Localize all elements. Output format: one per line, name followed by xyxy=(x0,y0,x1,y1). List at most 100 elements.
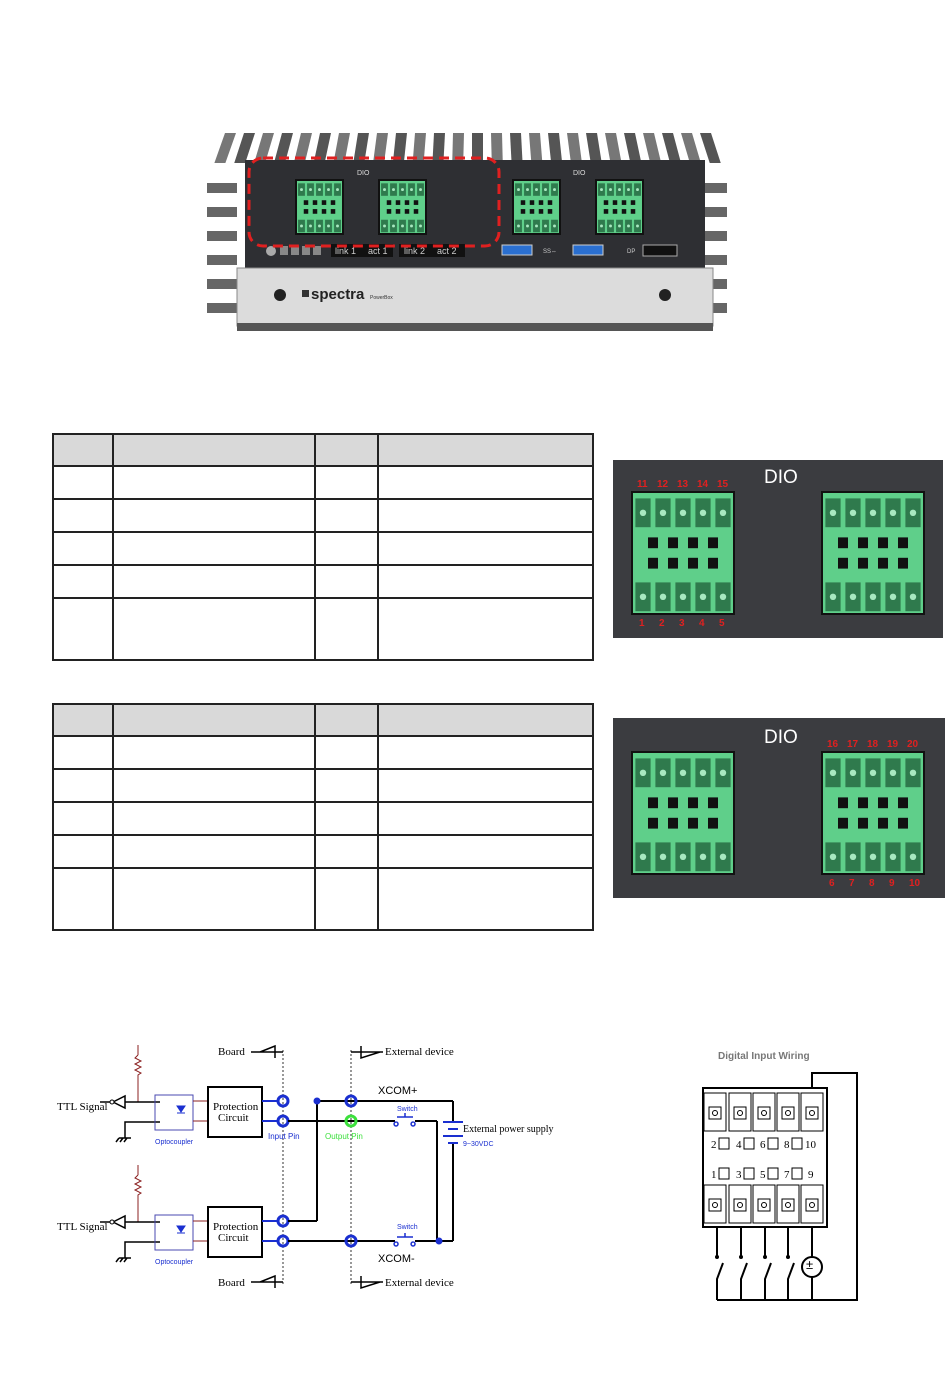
screw-icon xyxy=(383,224,386,228)
device-arrow-top xyxy=(351,1046,383,1060)
external-device-label-bottom: External device xyxy=(385,1277,454,1289)
pin-hole xyxy=(648,557,658,569)
heatsink-fin xyxy=(333,133,350,163)
pin-hole xyxy=(621,200,627,205)
screw-icon xyxy=(636,224,639,228)
input-pin xyxy=(276,1094,290,1108)
cell xyxy=(314,834,379,869)
screw-icon xyxy=(553,224,556,228)
switch-contact xyxy=(739,1255,743,1259)
xcom-plus-label: XCOM+ xyxy=(378,1085,417,1097)
switch-contact xyxy=(763,1255,767,1259)
pin-number-label: 15 xyxy=(717,479,729,490)
pin-hole xyxy=(603,200,609,205)
heatsink-fin xyxy=(700,133,721,163)
table-row xyxy=(52,531,595,566)
pin-number-label: 6 xyxy=(829,878,835,889)
optocoupler-label: Optocoupler xyxy=(155,1259,194,1266)
pin-number-label: 12 xyxy=(657,479,669,490)
screw-icon xyxy=(679,853,687,860)
heatsink-fin xyxy=(273,133,293,163)
dio-connectors xyxy=(631,751,925,875)
screw-icon xyxy=(849,769,857,776)
power-button-icon[interactable] xyxy=(266,246,276,256)
displayport[interactable] xyxy=(642,244,678,257)
side-fin xyxy=(207,183,237,193)
screw-icon xyxy=(553,188,556,192)
led-act1: act 1 xyxy=(368,246,388,256)
table-row xyxy=(52,834,595,869)
pin-number-label: 2 xyxy=(711,1139,717,1151)
heatsink-fin xyxy=(529,133,543,163)
screw-icon xyxy=(318,224,321,228)
xcom-plus-pin xyxy=(344,1094,358,1108)
screw-icon xyxy=(659,769,667,776)
screw-icon xyxy=(392,188,395,192)
side-fin xyxy=(697,207,727,217)
screw-icon xyxy=(327,188,330,192)
screw-icon xyxy=(909,769,917,776)
pin-hole xyxy=(743,1137,755,1150)
highlight-dashed-box xyxy=(247,156,501,248)
pin-hole xyxy=(878,797,888,809)
pin-number-label: 9 xyxy=(889,878,895,889)
pin-hole xyxy=(668,537,678,549)
pin-hole xyxy=(838,797,848,809)
pin-hole xyxy=(858,557,868,569)
pin-hole xyxy=(648,537,658,549)
pin-number-label: 8 xyxy=(869,878,875,889)
screw-icon xyxy=(659,509,667,516)
brand-sub: PowerBox xyxy=(370,295,393,301)
screw-icon xyxy=(785,1202,791,1208)
screw-icon xyxy=(869,509,877,516)
pin-number-label: 16 xyxy=(827,739,839,750)
heatsink-fin xyxy=(662,133,682,163)
screw-icon xyxy=(889,853,897,860)
screw-icon xyxy=(526,224,529,228)
wire xyxy=(193,1100,208,1122)
pin-hole xyxy=(708,797,718,809)
switch-icon xyxy=(393,1113,416,1127)
pin-hole xyxy=(767,1167,779,1180)
screw-icon xyxy=(909,853,917,860)
heatsink-fins xyxy=(207,133,727,313)
led-box xyxy=(399,244,465,257)
usb-port[interactable] xyxy=(572,244,604,256)
usb-port[interactable] xyxy=(501,244,533,256)
pin-hole xyxy=(858,817,868,829)
junction-dot xyxy=(435,1237,443,1245)
optocoupler-label: Optocoupler xyxy=(155,1139,194,1146)
common-return-wire xyxy=(717,1072,858,1301)
voltage-label: 9~30VDC xyxy=(463,1141,494,1148)
pin-hole xyxy=(878,537,888,549)
board-label-top: Board xyxy=(218,1046,245,1058)
pin-hole xyxy=(898,817,908,829)
pin-hole xyxy=(330,209,336,214)
screw-icon xyxy=(544,188,547,192)
xcom-minus-pin xyxy=(344,1234,358,1248)
screw-icon xyxy=(737,1202,743,1208)
inverter-icon xyxy=(100,1094,160,1110)
screw-icon xyxy=(761,1110,767,1116)
screw-icon xyxy=(849,593,857,600)
cell xyxy=(376,531,595,566)
pin-hole xyxy=(898,797,908,809)
pin-number-label: 17 xyxy=(847,739,859,750)
cell xyxy=(111,465,317,500)
input-pin xyxy=(276,1234,290,1248)
heatsink-fin xyxy=(643,133,662,163)
cell xyxy=(52,735,114,770)
pin-hole xyxy=(718,1137,730,1150)
cell xyxy=(52,597,114,661)
heatsink-fin xyxy=(585,133,602,163)
pin-number-label: 7 xyxy=(849,878,855,889)
pin-hole xyxy=(668,817,678,829)
pin-hole xyxy=(858,797,868,809)
screw-icon xyxy=(383,188,386,192)
output-pin-label: Output Pin xyxy=(325,1132,363,1141)
protection-label: Protection xyxy=(213,1101,259,1113)
heatsink-fin xyxy=(214,133,236,163)
cell xyxy=(376,433,595,467)
pin-hole xyxy=(386,209,392,214)
